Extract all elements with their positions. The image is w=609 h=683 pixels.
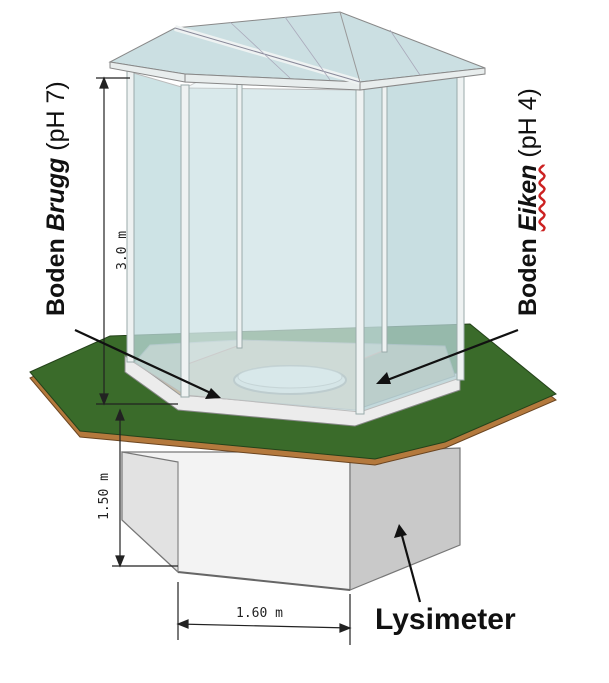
boden-brugg-label: Boden Brugg (pH 7) [42,81,71,316]
arrow-lysimeter [399,531,422,603]
height-lysimeter-text: 1.50 m [97,473,112,520]
eiken-name: Eiken [514,164,542,232]
width-text: 1.60 m [236,606,283,621]
eiken-ph: (pH 4) [514,88,542,165]
lysimeter-label: Lysimeter [375,603,516,636]
glass-roof [108,11,486,91]
brugg-prefix: Boden [42,231,70,316]
brugg-ph: (pH 7) [42,81,70,158]
glass-walls [129,59,463,413]
arrow-brugg [74,329,216,396]
eiken-prefix: Boden [514,231,542,316]
dimension-lysimeter-height [112,408,178,568]
dimension-width [176,582,352,645]
height-chamber-text: 3.0 m [115,231,130,270]
boden-eiken-label: Boden Eiken (pH 4) [514,88,543,316]
lysimeter-body [121,447,461,591]
brugg-name: Brugg [42,157,70,232]
arrow-eiken [381,328,519,384]
pointer-arrows [74,328,519,603]
dimension-chamber-height [96,76,178,406]
